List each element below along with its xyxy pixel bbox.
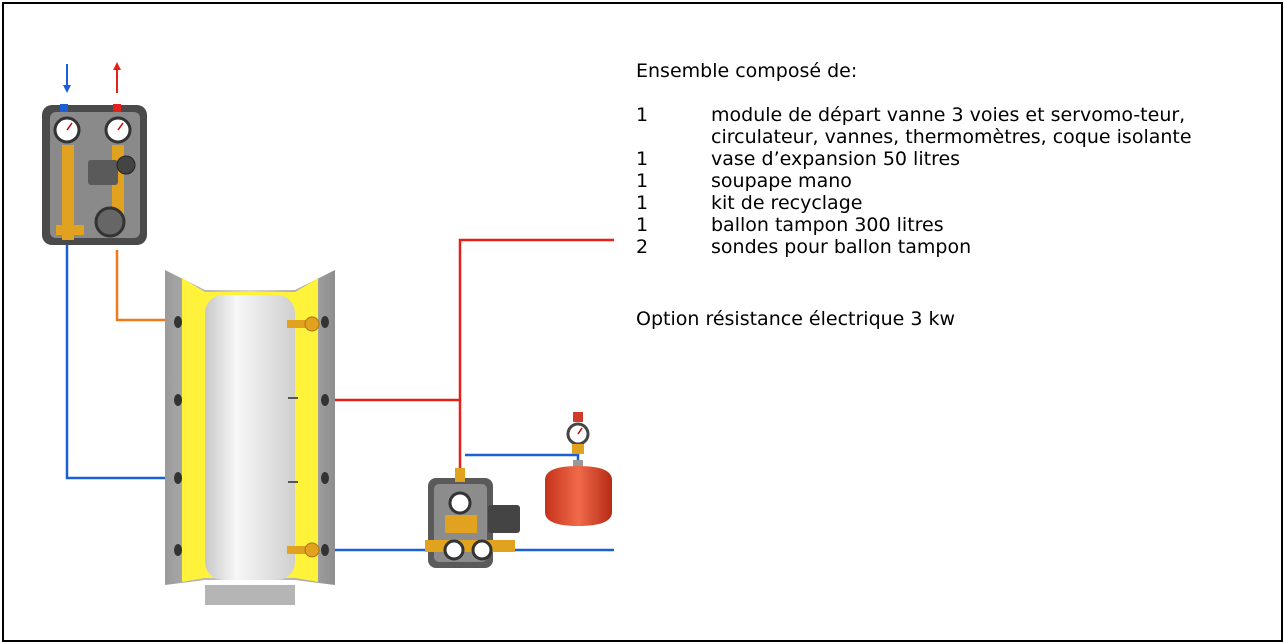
list-item: 1 module de départ vanne 3 voies et serv… <box>636 104 1281 148</box>
item-qty: 2 <box>636 236 649 258</box>
list-item: 1 vase d’expansion 50 litres <box>636 148 1281 170</box>
buffer-tank <box>165 270 335 605</box>
item-qty: 1 <box>636 148 649 170</box>
item-text: sondes pour ballon tampon <box>711 236 972 258</box>
probe-bottom <box>287 542 320 558</box>
item-qty: 1 <box>636 214 649 236</box>
item-text: soupape mano <box>711 170 852 192</box>
pump-station-module <box>42 104 147 245</box>
pipe-network <box>65 238 614 552</box>
pipe-warm-flow <box>115 250 178 322</box>
safety-valve-gauge <box>566 412 590 454</box>
list-heading: Ensemble composé de: <box>636 60 858 82</box>
pipe-vessel-link <box>465 453 580 465</box>
item-text: vase d’expansion 50 litres <box>711 148 961 170</box>
hot-flow-arrow <box>113 62 121 93</box>
item-text: kit de recyclage <box>711 192 863 214</box>
pipe-hot-to-station <box>330 238 614 402</box>
option-note: Option résistance électrique 3 kw <box>636 308 956 330</box>
item-text: ballon tampon 300 litres <box>711 214 944 236</box>
recycling-kit <box>425 468 520 568</box>
list-item: 2 sondes pour ballon tampon <box>636 236 1281 258</box>
item-qty: 1 <box>636 192 649 214</box>
item-text: module de départ vanne 3 voies et servom… <box>711 104 1192 148</box>
list-item: 1 soupape mano <box>636 170 1281 192</box>
probe-top <box>287 316 320 332</box>
component-list: Ensemble composé de: 1 module de départ … <box>636 60 1281 330</box>
expansion-vessel <box>545 460 612 526</box>
list-item: 1 ballon tampon 300 litres <box>636 214 1281 236</box>
item-qty: 1 <box>636 104 649 126</box>
cold-return-arrow <box>63 64 71 93</box>
item-qty: 1 <box>636 170 649 192</box>
pipe-cold-return <box>65 245 178 480</box>
list-item: 1 kit de recyclage <box>636 192 1281 214</box>
